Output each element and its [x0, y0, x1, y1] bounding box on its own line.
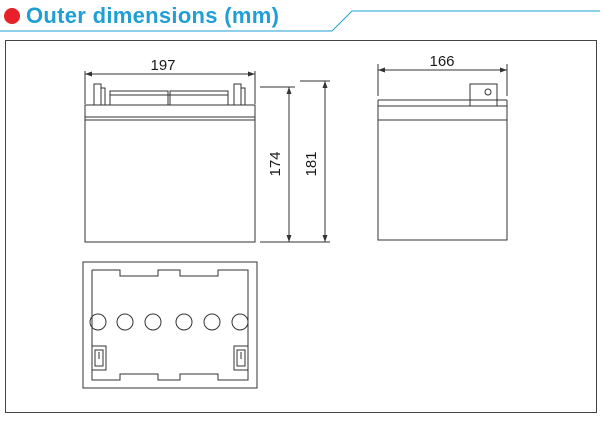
- dim-label-181: 181: [303, 151, 320, 176]
- top-view: [82, 261, 258, 389]
- front-view: [84, 71, 330, 243]
- section-title: Outer dimensions (mm): [26, 3, 280, 28]
- dim-arrowhead: [248, 71, 255, 77]
- front-view-terminal: [100, 87, 106, 106]
- dim-arrowhead: [322, 81, 328, 88]
- dim-arrowhead: [286, 235, 292, 242]
- top-view-terminal-inner: [94, 349, 104, 367]
- top-view-terminal: [233, 345, 249, 371]
- top-view-outer: [82, 261, 258, 389]
- dim-arrowhead: [500, 67, 507, 73]
- dim-label-174: 174: [267, 151, 284, 176]
- front-view-terminal: [240, 87, 246, 106]
- top-view-terminal-inner: [236, 349, 246, 367]
- cell-vent-icon: [116, 313, 134, 331]
- side-view-body: [377, 105, 508, 241]
- dim-arrowhead: [378, 67, 385, 73]
- cell-vent-icon: [144, 313, 162, 331]
- dim-arrowhead: [85, 71, 92, 77]
- cell-vent-icon: [231, 313, 249, 331]
- cell-vent-icon: [175, 313, 193, 331]
- dim-label-197: 197: [150, 57, 175, 74]
- front-view-lid-block: [109, 90, 169, 106]
- front-view-terminal: [233, 83, 242, 106]
- header-underline: [0, 10, 600, 32]
- dim-label-166: 166: [429, 53, 454, 70]
- side-view: [377, 64, 508, 241]
- front-view-terminal: [93, 83, 102, 106]
- front-view-body: [84, 104, 256, 243]
- drawing-frame: [5, 40, 597, 413]
- bullet-dot-icon: [4, 8, 20, 24]
- side-view-terminal: [469, 83, 498, 107]
- top-view-inner-outline: [91, 269, 249, 381]
- dim-arrowhead: [286, 87, 292, 94]
- cell-vent-icon: [89, 313, 107, 331]
- top-view-terminal: [91, 345, 107, 371]
- section-header: Outer dimensions (mm): [0, 0, 605, 36]
- side-view-terminal-hole: [484, 88, 492, 96]
- front-view-lid-block: [169, 90, 229, 106]
- cell-vent-icon: [203, 313, 221, 331]
- dim-arrowhead: [322, 235, 328, 242]
